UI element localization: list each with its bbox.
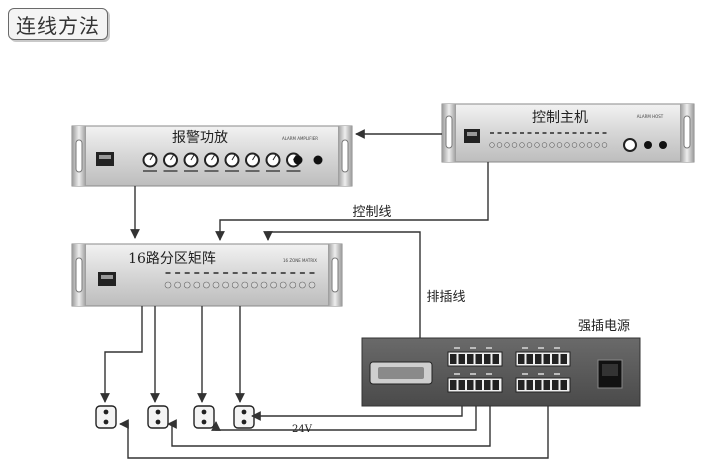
- speaker-group: [95, 405, 255, 429]
- zone-led-icon: [571, 142, 578, 148]
- wire-24v-2: [211, 406, 477, 431]
- zone-led-icon: [308, 281, 316, 289]
- zone-led-icon: [601, 142, 608, 148]
- zone-led-icon: [260, 281, 268, 289]
- speaker-outlet-icon: [147, 405, 169, 429]
- jack-icon: [313, 155, 323, 165]
- zone-led-icon: [289, 281, 297, 289]
- speaker-outlet-icon: [193, 405, 215, 429]
- zone-led-icon: [534, 142, 540, 148]
- wire-group: [100, 129, 549, 459]
- wire-plug-line: [263, 231, 421, 338]
- wire-zone-1: [100, 306, 143, 403]
- power-strip-unit: 强插电源: [361, 319, 641, 407]
- control-host-unit: 控制主机 ALARM HOST: [441, 103, 695, 163]
- zone-led-icon: [496, 142, 503, 148]
- zone-led-icon: [231, 281, 239, 289]
- zone-led-icon: [586, 142, 593, 148]
- volume-knob-icon: [623, 138, 637, 152]
- wire-24v-4: [119, 406, 549, 459]
- controller-label: 控制主机: [532, 110, 588, 126]
- wire-24v-1: [251, 406, 463, 421]
- zone-led-icon: [193, 281, 201, 289]
- power-strip-label: 强插电源: [578, 319, 630, 334]
- zone-led-icon: [251, 281, 258, 289]
- zone-led-icon: [279, 281, 287, 289]
- jack-icon: [659, 141, 667, 149]
- zone-led-icon: [511, 142, 518, 148]
- page-title: 连线方法: [8, 8, 108, 40]
- matrix-model-text: 16 ZONE MATRIX: [283, 258, 317, 263]
- zone-led-icon: [526, 142, 533, 148]
- control-line-label: 控制线: [352, 205, 391, 220]
- zone-led-icon: [564, 142, 570, 148]
- zone-led-icon: [203, 281, 210, 289]
- controller-model-text: ALARM HOST: [637, 114, 664, 119]
- zone-led-icon: [541, 142, 548, 148]
- amplifier-model-text: ALARM AMPLIFIER: [282, 136, 318, 141]
- speaker-outlet-icon: [95, 405, 117, 429]
- zone-led-icon: [549, 142, 555, 148]
- wire-24v-3: [167, 406, 491, 447]
- zone-led-icon: [594, 142, 600, 148]
- wire-control-line: [215, 162, 489, 241]
- zone-led-icon: [489, 142, 495, 148]
- zone-led-icon: [299, 281, 306, 289]
- alarm-amplifier-unit: 报警功放 ALARM AMPLIFIER: [71, 125, 353, 187]
- voltage-label: 24V: [292, 424, 313, 435]
- zone-led-icon: [579, 142, 585, 148]
- zone-led-icon: [164, 281, 172, 289]
- amplifier-label: 报警功放: [172, 130, 228, 146]
- matrix-label: 16路分区矩阵: [128, 251, 216, 267]
- zone-led-icon: [270, 281, 277, 289]
- jack-icon: [293, 155, 303, 165]
- zone-led-icon: [241, 281, 249, 289]
- speaker-outlet-icon: [233, 405, 255, 429]
- zone-led-icon: [183, 281, 191, 289]
- jack-icon: [644, 141, 652, 149]
- zone-led-icon: [212, 281, 220, 289]
- zone-led-icon: [556, 142, 563, 148]
- plug-line-label: 排插线: [426, 290, 465, 305]
- zone-led-icon: [504, 142, 510, 148]
- zone-led-icon: [174, 281, 181, 289]
- zone-led-icon: [222, 281, 229, 289]
- zone-led-icon: [519, 142, 525, 148]
- zone-matrix-unit: 16路分区矩阵 16 ZONE MATRIX: [71, 243, 343, 307]
